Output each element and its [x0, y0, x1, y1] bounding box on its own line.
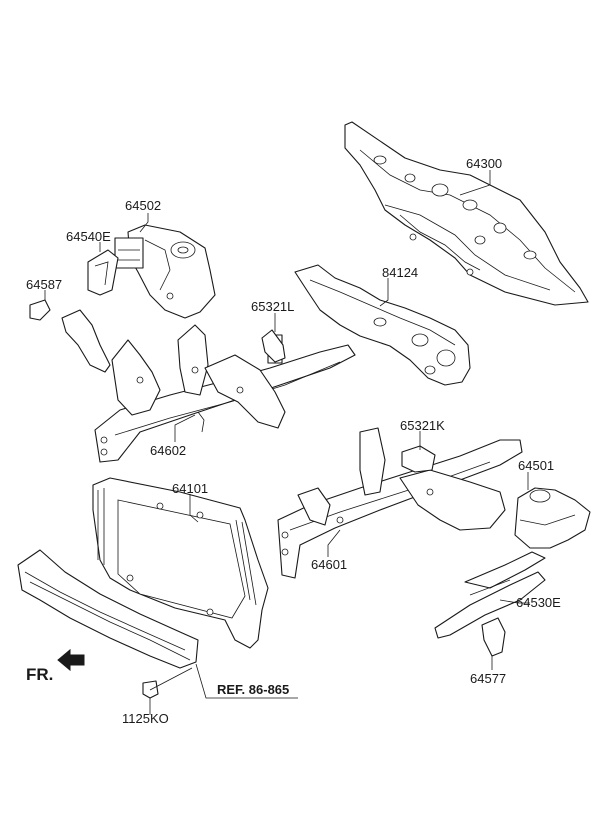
- label-64587[interactable]: 64587: [26, 277, 63, 292]
- label-1125KO[interactable]: 1125KO: [122, 711, 169, 726]
- part-65321K-bracket[interactable]: [401, 445, 436, 473]
- label-65321L[interactable]: 65321L: [251, 299, 295, 314]
- label-65321K[interactable]: 65321K: [400, 418, 445, 433]
- part-65321L-bracket[interactable]: [261, 329, 286, 363]
- front-direction-label: FR.: [26, 665, 54, 684]
- front-direction-arrow-icon: [57, 648, 85, 672]
- reference-label[interactable]: REF. 86-865: [217, 682, 290, 697]
- part-front-bumper-beam[interactable]: [17, 549, 199, 669]
- part-64502-strut-tower[interactable]: [114, 224, 216, 319]
- label-64501[interactable]: 64501: [518, 458, 555, 473]
- label-64602[interactable]: 64602: [150, 443, 187, 458]
- leader-lines: [44, 170, 530, 715]
- label-64540E[interactable]: 64540E: [66, 229, 111, 244]
- part-64300-dash-panel[interactable]: [344, 121, 589, 306]
- label-64101[interactable]: 64101: [172, 481, 209, 496]
- part-64577-bracket[interactable]: [481, 617, 506, 657]
- part-64601-side-member-rh[interactable]: [277, 427, 523, 579]
- label-64601[interactable]: 64601: [311, 557, 348, 572]
- part-64101-radiator-support[interactable]: [92, 477, 269, 649]
- label-64502[interactable]: 64502: [125, 198, 162, 213]
- label-64577[interactable]: 64577: [470, 671, 507, 686]
- part-64587-bracket[interactable]: [29, 299, 51, 321]
- part-64540E-bracket[interactable]: [87, 249, 119, 296]
- part-84124-insulator-pad[interactable]: [294, 264, 471, 386]
- label-64300[interactable]: 64300: [466, 156, 503, 171]
- part-64530E-side-member-extension[interactable]: [434, 551, 546, 639]
- part-64602-side-member-lh[interactable]: [61, 309, 356, 463]
- part-64501-strut-tower[interactable]: [514, 487, 591, 549]
- label-84124[interactable]: 84124: [382, 265, 419, 280]
- label-64530E[interactable]: 64530E: [516, 595, 561, 610]
- part-1125KO-bolt[interactable]: [142, 680, 159, 712]
